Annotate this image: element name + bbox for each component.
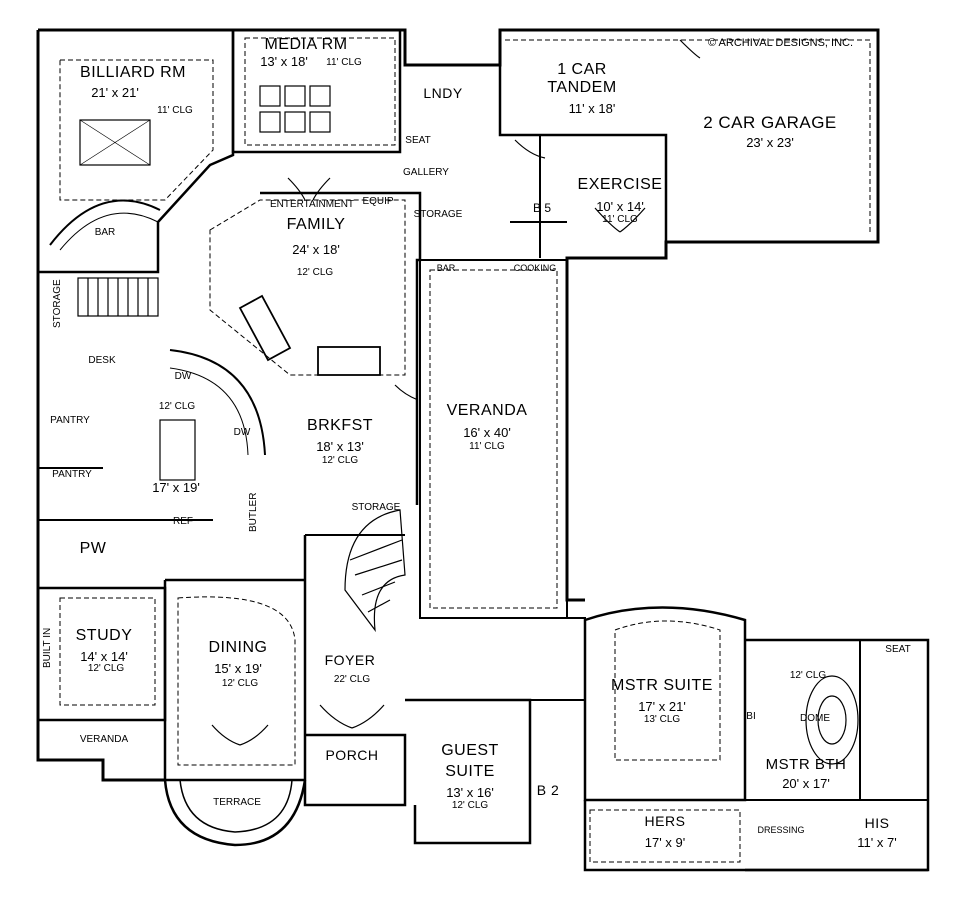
billiard-dim: 21' x 21' <box>91 85 139 100</box>
family-dim: 24' x 18' <box>292 242 340 257</box>
dw1: DW <box>174 371 192 382</box>
veranda-dim: 16' x 40' <box>463 425 511 440</box>
tandem-dim: 11' x 18' <box>568 101 616 116</box>
study-dim: 14' x 14' <box>80 649 128 664</box>
brkfst-clg: 12' CLG <box>321 455 359 466</box>
seat-mb: SEAT <box>885 644 911 655</box>
dressing-label: DRESSING <box>757 825 805 835</box>
garage-name: 2 CAR GARAGE <box>703 113 837 132</box>
desk-label: DESK <box>88 355 116 366</box>
guest-dim: 13' x 16' <box>446 785 494 800</box>
kitchen-clg: 12' CLG <box>158 401 196 412</box>
veranda-clg: 11' CLG <box>469 441 505 452</box>
study-clg: 12' CLG <box>87 663 125 674</box>
family-name: FAMILY <box>286 216 346 233</box>
ref-label: REF <box>173 516 193 527</box>
media-dim: 13' x 18' <box>260 54 308 69</box>
mstr-bth-clg: 12' CLG <box>789 670 827 681</box>
storage-stair: STORAGE <box>351 502 401 513</box>
billiard-ceiling <box>59 59 214 201</box>
dome-label: DOME <box>800 713 830 724</box>
dining-clg: 12' CLG <box>221 678 259 689</box>
spiral-stair <box>344 509 406 633</box>
garage-wall <box>498 30 668 242</box>
gallery-label: GALLERY <box>403 167 449 178</box>
terrace-label: TERRACE <box>213 797 261 808</box>
foyer-clg: 22' CLG <box>333 674 371 685</box>
mstr-bth-name: MSTR BTH <box>765 756 847 773</box>
veranda-left: VERANDA <box>79 734 129 745</box>
dining-dim: 15' x 19' <box>214 661 262 676</box>
hers-name: HERS <box>644 813 686 829</box>
mstr-suite-dim: 17' x 21' <box>638 699 686 714</box>
mstr-bth-dim: 20' x 17' <box>782 776 830 791</box>
storage-left: STORAGE <box>52 279 63 328</box>
bar-veranda: BAR <box>436 263 456 273</box>
seat-lndy: SEAT <box>405 135 431 146</box>
guest-name1: GUEST <box>441 742 499 759</box>
media-wall <box>231 30 402 154</box>
billiard-name: BILLIARD RM <box>80 64 186 81</box>
master-suite-wall <box>583 606 747 802</box>
guest-name2: SUITE <box>445 763 495 780</box>
study-name: STUDY <box>75 627 133 644</box>
dw2: DW <box>233 427 251 438</box>
mstr-suite-clg: 13' CLG <box>643 714 681 725</box>
family-ceiling <box>209 199 406 376</box>
guest-clg: 12' CLG <box>451 800 489 811</box>
his-dim: 11' x 7' <box>857 835 897 850</box>
billiard-clg: 11' CLG <box>157 105 193 116</box>
pantry2: PANTRY <box>52 469 92 480</box>
media-name: MEDIA RM <box>264 36 348 53</box>
tandem-name2: TANDEM <box>547 79 617 96</box>
b2-label: B 2 <box>536 782 560 798</box>
laundry-name: LNDY <box>423 85 463 101</box>
bi-label: BI <box>746 711 756 722</box>
exercise-name: EXERCISE <box>577 176 663 193</box>
cooking-label: COOKING <box>513 263 557 273</box>
copyright: © ARCHIVAL DESIGNS, INC. <box>708 37 854 49</box>
pw-label: PW <box>79 540 107 557</box>
brkfst-dim: 18' x 13' <box>316 439 364 454</box>
pantry1: PANTRY <box>50 415 90 426</box>
kitchen-dim: 17' x 19' <box>152 480 200 495</box>
veranda-outline <box>419 259 568 619</box>
exercise-dim: 10' x 14' <box>596 199 644 214</box>
bar-label: BAR <box>94 227 116 238</box>
his-name: HIS <box>864 815 890 831</box>
butler-label: BUTLER <box>248 492 259 532</box>
exercise-wall <box>510 135 567 258</box>
hers-dim: 17' x 9' <box>644 835 686 850</box>
entertainment-label: ENTERTAINMENT <box>269 199 355 210</box>
porch-name: PORCH <box>325 747 379 763</box>
dining-name: DINING <box>208 639 268 656</box>
storage-mid: STORAGE <box>413 209 463 220</box>
garage-dim: 23' x 23' <box>746 135 794 150</box>
b5-label: B 5 <box>532 201 552 215</box>
family-clg: 12' CLG <box>296 267 334 278</box>
foyer-name: FOYER <box>324 652 376 668</box>
mstr-suite-name: MSTR SUITE <box>611 677 713 694</box>
built-in: BUILT IN <box>42 627 53 668</box>
brkfst-name: BRKFST <box>306 417 374 434</box>
exercise-clg: 11' CLG <box>602 214 638 225</box>
veranda-name: VERANDA <box>446 402 528 419</box>
pool-table <box>79 119 151 166</box>
media-clg: 11' CLG <box>326 57 362 68</box>
equip-label: EQUIP <box>362 196 394 207</box>
tandem-name1: 1 CAR <box>557 61 607 78</box>
